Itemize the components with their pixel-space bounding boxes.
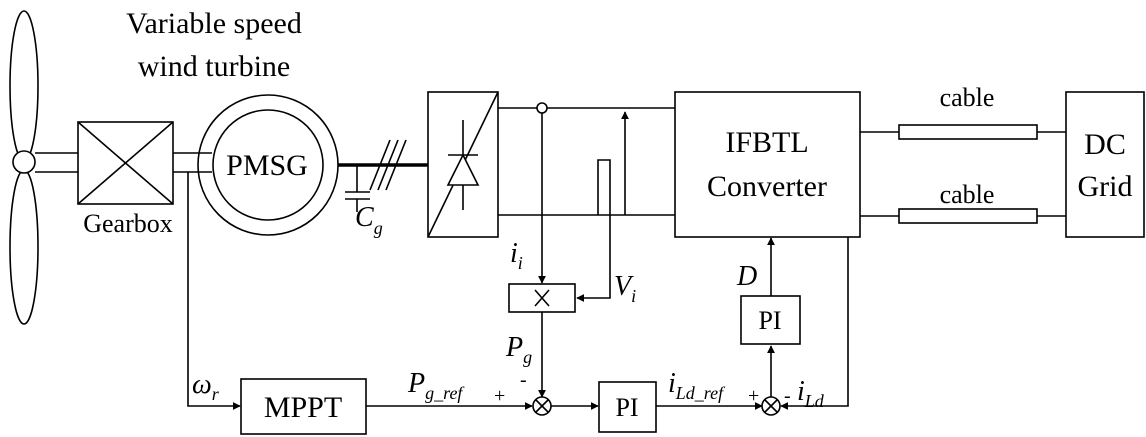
summing-junction-current [761, 396, 781, 416]
three-phase-line [338, 139, 428, 191]
signal-vi: Vi [614, 271, 636, 306]
gearbox-label: Gearbox [83, 209, 173, 238]
converter-label-line2: Converter [707, 170, 827, 203]
mppt-block [240, 378, 367, 435]
turbine-title-line2: wind turbine [138, 50, 290, 83]
ifbtl-converter-block [674, 91, 861, 238]
pi-current-label: PI [758, 306, 781, 335]
gearbox-block [77, 121, 174, 205]
pi-power-label: PI [615, 393, 638, 422]
drive-shaft [35, 152, 212, 173]
signal-pgref: Pg_ref [407, 368, 465, 403]
rotor-hub [12, 150, 36, 174]
pmsg-label: PMSG [226, 149, 308, 182]
speed-feedback-wire [187, 172, 241, 410]
signal-ildref: iLd_ref [668, 368, 726, 403]
lower-blade [9, 169, 39, 325]
mppt-label: MPPT [264, 391, 342, 424]
voltage-sense-wire [576, 111, 629, 302]
dc-grid-label-line2: Grid [1078, 170, 1133, 203]
signal-d: D [736, 261, 757, 292]
cable-bottom-label: cable [940, 180, 995, 209]
multiplier-block [508, 283, 576, 313]
signal-ild: iLd [797, 376, 825, 411]
wind-turbine-rotor [9, 10, 39, 325]
dc-grid-block [1065, 91, 1145, 238]
dc-link [498, 102, 675, 216]
upper-blade [9, 10, 39, 162]
capacitor-label: Cg [355, 202, 383, 238]
dc-grid-label-line1: DC [1084, 128, 1126, 161]
rectifier [427, 91, 499, 238]
dc-cables [860, 124, 1066, 224]
pgref-plus-sign: + [494, 385, 505, 407]
turbine-title-line1: Variable speed [126, 7, 302, 40]
signal-wr: ωr [192, 369, 220, 404]
cable-top-label: cable [940, 83, 995, 112]
ild-feedback-wire [780, 237, 849, 410]
pg-minus-sign: - [520, 369, 527, 391]
signal-pg: Pg [505, 332, 532, 367]
signal-ii: ii [510, 238, 523, 273]
converter-label-line1: IFBTL [725, 126, 808, 159]
summing-junction-power [532, 396, 552, 416]
ild-minus-sign: - [784, 385, 791, 407]
pi-power-block [598, 381, 657, 433]
ildref-plus-sign: + [748, 385, 759, 407]
capacitor-cg [345, 165, 370, 212]
